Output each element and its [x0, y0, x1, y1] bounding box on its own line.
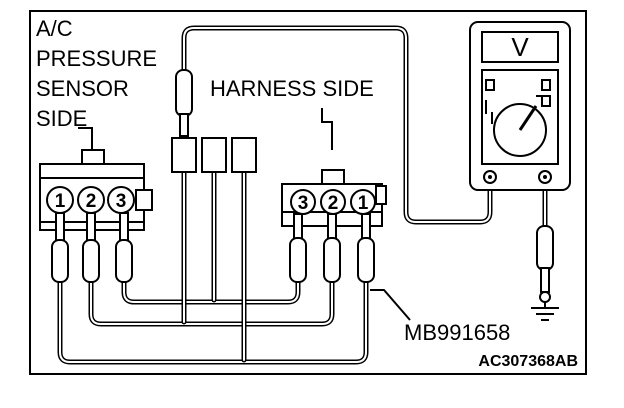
- svg-text:2: 2: [86, 191, 97, 212]
- tool-leader: [370, 289, 411, 321]
- sensor-side-label-line2: PRESSURE: [36, 46, 157, 71]
- breakout-terminal-2: [201, 137, 227, 173]
- svg-text:1: 1: [358, 193, 369, 214]
- figure-code: AC307368AB: [478, 353, 578, 370]
- backprobe-lead: [175, 69, 193, 137]
- svg-text:3: 3: [298, 193, 309, 214]
- harness-probe-2: [323, 213, 341, 283]
- ground-probe: [536, 225, 554, 303]
- harness-probe-1: [357, 213, 375, 283]
- svg-text:2: 2: [328, 193, 339, 214]
- breakout-terminal-3: [231, 137, 257, 173]
- svg-text:3: 3: [116, 191, 127, 212]
- harness-pin-2: 2: [320, 189, 346, 215]
- wires: [57, 25, 548, 365]
- ground-icon: [531, 302, 559, 321]
- tool-number-label: MB991658: [404, 320, 510, 345]
- wire-pin2: [88, 279, 335, 327]
- harness-label-leader: [321, 108, 333, 150]
- sensor-side-label-line4: SIDE: [36, 106, 87, 131]
- sensor-side-label-line1: A/C: [36, 16, 73, 41]
- harness-probe-3: [289, 213, 307, 283]
- breakout-terminals: [171, 137, 257, 173]
- sensor-pin-2: 2: [77, 186, 105, 214]
- wire-probe-to-meter: [181, 25, 493, 225]
- breakout-terminal-1: [171, 137, 197, 173]
- wire-pin1: [57, 279, 369, 365]
- wire-pin3: [121, 279, 301, 305]
- voltmeter: V: [469, 21, 571, 191]
- meter-mode-symbol: V: [511, 32, 529, 62]
- svg-text:1: 1: [55, 191, 66, 212]
- harness-pin-3: 3: [290, 189, 316, 215]
- harness-side-label: HARNESS SIDE: [210, 76, 374, 101]
- sensor-pin-1: 1: [46, 186, 74, 214]
- sensor-side-label-line3: SENSOR: [36, 76, 129, 101]
- harness-pin-1: 1: [350, 189, 376, 215]
- sensor-pin-3: 3: [107, 186, 135, 214]
- sensor-label-leader: [78, 127, 93, 150]
- meter-display: [481, 31, 559, 63]
- harness-side-connector: 3 2 1: [281, 108, 387, 283]
- sensor-probe-3: [115, 212, 133, 283]
- sensor-side-connector: 1 2 3: [39, 127, 153, 283]
- sensor-probe-1: [51, 212, 69, 283]
- sensor-probe-2: [82, 212, 100, 283]
